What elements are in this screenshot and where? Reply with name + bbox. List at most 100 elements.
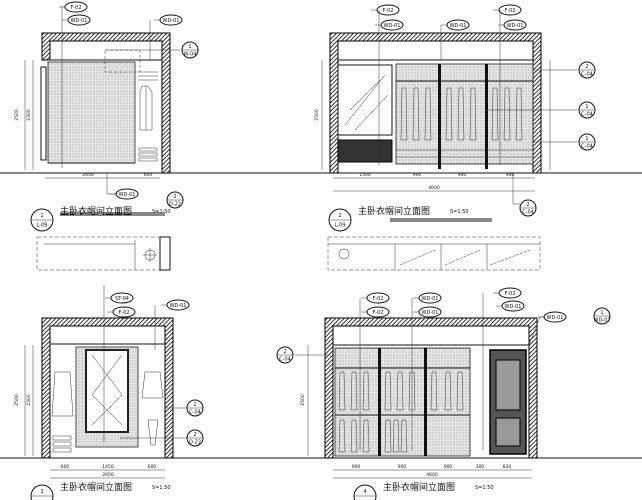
view-title-text: 主卧衣帽间立面图 — [60, 481, 132, 493]
tag-code: F-02 — [118, 310, 129, 316]
view-scale: S=1:50 — [475, 485, 494, 491]
material-tag: WD-01 — [498, 19, 527, 31]
material-tag: WD-01 — [62, 14, 91, 26]
detail-callout: 2C-04 — [276, 346, 294, 364]
shoe-rack-icon — [138, 147, 158, 162]
hanging-clothes-icon — [400, 87, 523, 141]
view-title-text: 主卧衣帽间立面图 — [358, 205, 430, 217]
material-tag: WD-01 — [161, 299, 190, 311]
dimension-horizontal: 900 — [413, 172, 422, 178]
view-sheet: L-09 — [335, 223, 346, 229]
elevation-1 — [24, 6, 180, 271]
detail-callout: 1WD-02 — [593, 307, 611, 325]
material-tag: F-02 — [361, 306, 390, 318]
detail-callout: 1C-04 — [186, 399, 204, 417]
material-tag: ST-04 — [105, 292, 134, 304]
callout-sheet: C-04 — [279, 357, 291, 363]
view-title-text: 主卧衣帽间立面图 — [60, 205, 132, 217]
tag-code: F-02 — [70, 5, 81, 11]
material-tag: WD-01 — [413, 306, 442, 318]
dimension-vertical: 2500 — [14, 109, 20, 121]
tag-code: WD-01 — [119, 192, 136, 198]
hanging-clothes-icon — [338, 371, 464, 453]
view-title-text: 主卧衣帽间立面图 — [383, 481, 455, 493]
view-scale: S=1:50 — [450, 209, 469, 215]
tag-code: WD-01 — [507, 23, 524, 29]
wardrobe-panel — [395, 63, 534, 165]
view-number: 3 — [40, 489, 43, 495]
tag-code: WD-01 — [505, 304, 522, 310]
tag-code: WD-01 — [384, 23, 401, 29]
view-title: 4 主卧衣帽间立面图 S=1:50 — [353, 481, 494, 500]
dimension-vertical: 2300 — [26, 109, 32, 121]
dimension-horizontal: 1500 — [359, 172, 371, 178]
dimension-total: 4600 — [428, 185, 440, 191]
callout-sheet: WD-02 — [594, 318, 611, 324]
callout-sheet: C-04 — [522, 210, 534, 216]
wardrobe-panel — [47, 61, 136, 164]
detail-callout: 1C-04 — [578, 101, 596, 119]
material-tag: F-02 — [493, 4, 522, 16]
dimension-horizontal: 900 — [352, 464, 361, 470]
callout-sheet: C-04 — [581, 144, 593, 150]
material-tag: WD-01 — [375, 19, 404, 31]
material-tag: WD-01 — [413, 292, 442, 304]
material-tag: WD-01 — [110, 188, 139, 200]
callout-number: 2 — [283, 349, 286, 355]
callout-number: 2 — [585, 64, 588, 70]
material-tag: WD-01 — [496, 300, 525, 312]
callout-sheet: D-22 — [189, 440, 201, 446]
tag-code: WD-01 — [170, 303, 187, 309]
view-number: 2 — [338, 213, 341, 219]
detail-callout: 2D-22 — [166, 191, 184, 209]
dimension-horizontal: 900 — [458, 172, 467, 178]
detail-callout: 2C-04 — [578, 61, 596, 79]
material-tag: F-02 — [493, 287, 522, 299]
view-scale: S=1:50 — [152, 209, 171, 215]
dimension-horizontal: 600 — [61, 464, 70, 470]
view-number: 4 — [363, 489, 366, 495]
dimension-horizontal: 900 — [398, 464, 407, 470]
detail-callout: 1W-04 — [181, 41, 199, 59]
plan-view-1 — [36, 236, 171, 271]
material-tag: F-02 — [107, 306, 136, 318]
hanger-stand-icon — [147, 419, 159, 446]
dimension-horizontal: 900 — [506, 172, 515, 178]
tag-code: WD-01 — [422, 310, 439, 316]
dimension-vertical: 2300 — [26, 394, 32, 406]
callout-sheet: W-04 — [184, 52, 197, 58]
detail-callout: 2C-04 — [519, 199, 537, 217]
tag-code: WD-01 — [71, 18, 88, 24]
tag-code: F-02 — [504, 291, 515, 297]
material-tag: WD-01 — [441, 19, 470, 31]
material-tag: F-02 — [361, 292, 390, 304]
drawer-unit — [337, 139, 393, 163]
callout-sheet: C-04 — [189, 410, 201, 416]
plan-view-2 — [327, 236, 541, 271]
dimension-vertical: 2500 — [300, 394, 306, 406]
view-number: 1 — [40, 213, 43, 219]
dimension-horizontal: 2050 — [82, 172, 94, 178]
dimension-total: 4600 — [426, 472, 438, 478]
wardrobe-panel — [334, 347, 471, 457]
callout-number: 1 — [600, 310, 603, 316]
dimension-horizontal: 1450 — [102, 464, 114, 470]
callout-number: 1 — [193, 402, 196, 408]
dimension-vertical: 2500 — [314, 109, 320, 121]
tag-code: WD-01 — [163, 18, 180, 24]
elevation-2 — [321, 10, 578, 271]
view-title: 2L-09 主卧衣帽间立面图 S=1:50 — [328, 205, 469, 232]
material-tag: F-02 — [371, 4, 400, 16]
elevation-3 — [24, 285, 187, 479]
dimension-total: 2650 — [102, 472, 114, 478]
callout-number: 1 — [585, 136, 588, 142]
dimension-horizontal: 600 — [148, 464, 157, 470]
tag-code: WD-01 — [450, 23, 467, 29]
tag-code: WD-01 — [547, 315, 564, 321]
callout-number: 2 — [193, 432, 196, 438]
material-tag: F-02 — [59, 1, 88, 13]
dimension-horizontal: 900 — [444, 464, 453, 470]
